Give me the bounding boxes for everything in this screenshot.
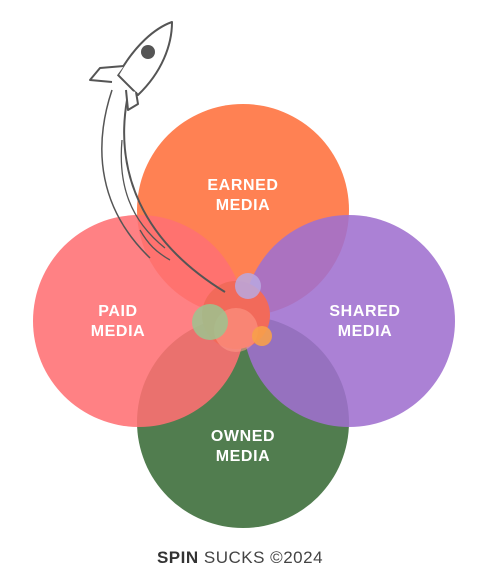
paid-media-label-line1: PAID [98, 303, 138, 320]
orange-moon [252, 326, 272, 346]
paid-media-label: PAID MEDIA [48, 302, 188, 342]
footer-rest: SUCKS ©2024 [198, 548, 324, 567]
rocket-trail-line [123, 99, 226, 293]
footer-credit: SPIN SUCKS ©2024 [0, 548, 480, 568]
paid-media-label-line2: MEDIA [90, 323, 146, 340]
rocket-trail-line [139, 229, 171, 261]
footer-brand: SPIN [156, 548, 199, 567]
rocket-trail-line [101, 89, 151, 259]
earned-media-label: EARNED MEDIA [173, 176, 313, 216]
earned-media-label-line2: MEDIA [215, 197, 271, 214]
shared-media-label-line1: SHARED [329, 303, 401, 320]
rocket-icon [89, 21, 173, 111]
shared-media-label-line2: MEDIA [337, 323, 393, 340]
earned-media-label-line1: EARNED [207, 177, 279, 194]
rocket-trail-line [120, 139, 166, 249]
shared-media-circle [243, 215, 455, 427]
shared-media-label: SHARED MEDIA [295, 302, 435, 342]
owned-media-label: OWNED MEDIA [173, 427, 313, 467]
owned-media-label-line1: OWNED [210, 428, 276, 445]
purple-moon [235, 273, 261, 299]
green-moon [192, 304, 228, 340]
owned-media-label-line2: MEDIA [215, 448, 271, 465]
